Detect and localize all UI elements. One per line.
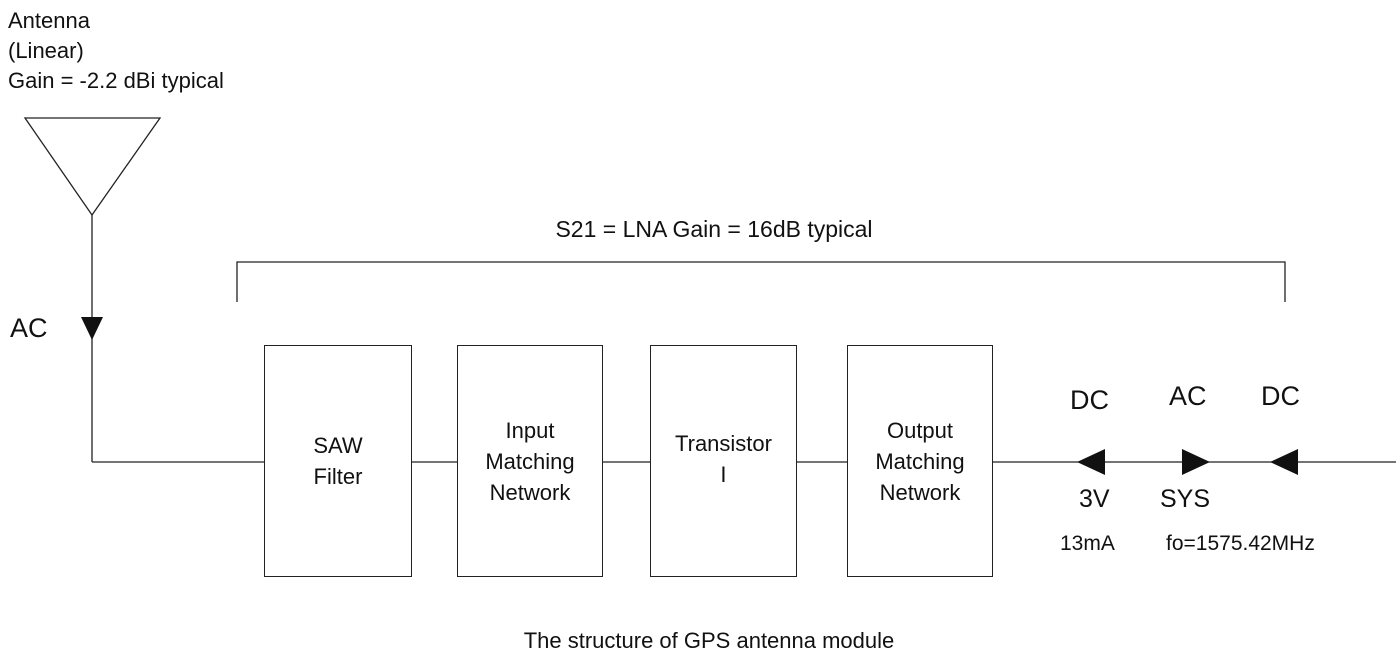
dc-right-arrow-icon — [1270, 449, 1298, 475]
lna-bracket — [236, 261, 1286, 302]
antenna-ac-label: AC — [10, 313, 48, 343]
dc-left-arrow-icon — [1077, 449, 1105, 475]
dc-left-label: DC — [1070, 385, 1109, 415]
antenna-label: Antenna (Linear) Gain = -2.2 dBi typical — [8, 6, 224, 96]
voltage-label: 3V — [1079, 485, 1110, 513]
dc-right-label: DC — [1261, 381, 1300, 411]
transistor-block: Transistor I — [650, 345, 797, 577]
ac-down-arrow-icon — [81, 317, 103, 340]
antenna-gain: Gain = -2.2 dBi typical — [8, 68, 224, 93]
current-label: 13mA — [1060, 532, 1115, 555]
input-matching-network-label: Input Matching Network — [485, 417, 575, 505]
figure-caption: The structure of GPS antenna module — [523, 628, 895, 653]
output-matching-network-label: Output Matching Network — [875, 417, 965, 505]
antenna-type: (Linear) — [8, 38, 84, 63]
antenna-title: Antenna — [8, 8, 90, 33]
input-matching-network-block: Input Matching Network — [457, 345, 603, 577]
ac-output-label: AC — [1169, 381, 1207, 411]
saw-filter-label: SAW Filter — [313, 433, 363, 489]
frequency-label: fo=1575.42MHz — [1166, 532, 1315, 555]
sys-label: SYS — [1160, 485, 1211, 513]
lna-gain-label: S21 = LNA Gain = 16dB typical — [555, 216, 873, 242]
saw-filter-block: SAW Filter — [264, 345, 412, 577]
ac-right-arrow-icon — [1182, 449, 1210, 475]
transistor-label: Transistor I — [675, 431, 772, 487]
output-matching-network-block: Output Matching Network — [847, 345, 993, 577]
antenna-icon — [23, 117, 162, 217]
